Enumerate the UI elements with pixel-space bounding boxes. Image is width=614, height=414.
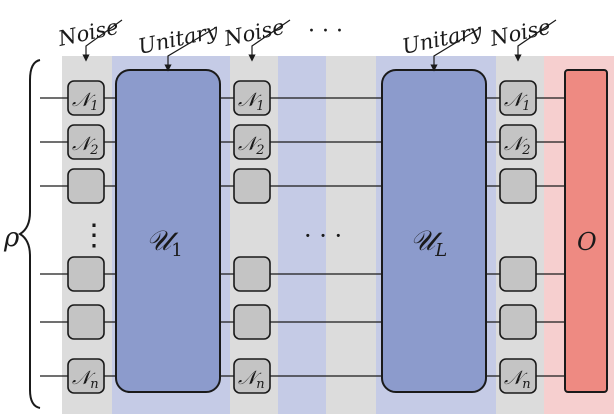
- noise-gate-label: 𝒩2: [238, 133, 264, 158]
- noise-gate: [499, 304, 537, 340]
- unitary-band-ellipsis: [278, 56, 326, 414]
- noise-gate: [499, 358, 537, 394]
- noise-gate: [67, 358, 105, 394]
- noise-gate-symbol: 𝒩: [238, 89, 262, 111]
- noise-gate: [233, 124, 271, 160]
- noise-gate: [67, 80, 105, 116]
- header-noise-3: Noise: [487, 15, 557, 62]
- noise-gate: [67, 304, 105, 340]
- noise-gate-symbol: 𝒩: [72, 367, 96, 389]
- observable-symbol: O: [577, 228, 597, 256]
- noise-gate: [233, 304, 271, 340]
- noise-gate-label: 𝒩1: [72, 89, 98, 114]
- noise-gate: [67, 256, 105, 292]
- noise-gate: [233, 168, 271, 204]
- noise-gate-subscript: n: [90, 377, 98, 392]
- noise-gate-subscript: 1: [90, 99, 98, 114]
- noise-gate: [499, 256, 537, 292]
- noise-gate-symbol: 𝒩: [238, 367, 262, 389]
- noise-gate-symbol: 𝒩: [504, 367, 528, 389]
- noise-gate-subscript: 2: [255, 143, 264, 158]
- unitary-arrow-L: [430, 27, 481, 72]
- unitary-label-L: Unitary: [400, 18, 485, 59]
- noise-gate: [233, 358, 271, 394]
- noise-gate-label: 𝒩n: [72, 367, 99, 392]
- noise-gate: [499, 124, 537, 160]
- noise-gate: [67, 124, 105, 160]
- noise-gate-subscript: n: [256, 377, 264, 392]
- observable-block: [564, 69, 608, 393]
- unitary-block-L-subscript: L: [434, 240, 447, 261]
- noise-label-1: Noise: [55, 15, 121, 51]
- noise-arrow-3: [514, 19, 557, 62]
- noise-gate-label: 𝒩n: [504, 367, 531, 392]
- unitary-block-1-subscript: 1: [171, 240, 182, 261]
- noise-gate: [499, 168, 537, 204]
- noise-gate: [67, 168, 105, 204]
- header-noise-1: Noise: [55, 15, 123, 62]
- noise-gate-label: 𝒩1: [238, 89, 264, 114]
- noise-gate-label: 𝒩n: [238, 367, 265, 392]
- noise-gate-symbol: 𝒩: [504, 133, 528, 155]
- header-ellipsis: · · ·: [308, 19, 343, 44]
- noise-gate-subscript: 1: [522, 99, 530, 114]
- noise-gate-symbol: 𝒩: [72, 89, 96, 111]
- unitary-label-1: Unitary: [136, 18, 221, 59]
- noise-gate: [499, 80, 537, 116]
- noise-gate-label: 𝒩2: [72, 133, 98, 158]
- unitary-arrow-1: [164, 27, 216, 72]
- noise-label-3: Noise: [487, 15, 553, 51]
- noise-gate-label: 𝒩2: [504, 133, 530, 158]
- vertical-ellipsis: ⋮: [79, 218, 109, 253]
- noise-gate-symbol: 𝒩: [238, 133, 262, 155]
- noise-gate-symbol: 𝒩: [504, 89, 528, 111]
- middle-ellipsis: · · ·: [304, 222, 342, 250]
- noise-gate: [233, 80, 271, 116]
- noise-label-2: Noise: [221, 15, 287, 51]
- noise-arrow-1: [82, 19, 123, 62]
- noise-gate-subscript: 2: [89, 143, 98, 158]
- noise-band-ellipsis: [326, 56, 376, 414]
- input-brace: [18, 59, 41, 409]
- noise-gate: [233, 256, 271, 292]
- noise-gate-subscript: n: [522, 377, 530, 392]
- header-noise-2: Noise: [221, 15, 291, 62]
- noise-gate-label: 𝒩1: [504, 89, 530, 114]
- noise-gate-subscript: 1: [256, 99, 264, 114]
- noise-gate-symbol: 𝒩: [72, 133, 96, 155]
- noise-arrow-2: [248, 19, 291, 62]
- noise-gate-subscript: 2: [521, 143, 530, 158]
- input-state-symbol: ρ: [3, 223, 20, 253]
